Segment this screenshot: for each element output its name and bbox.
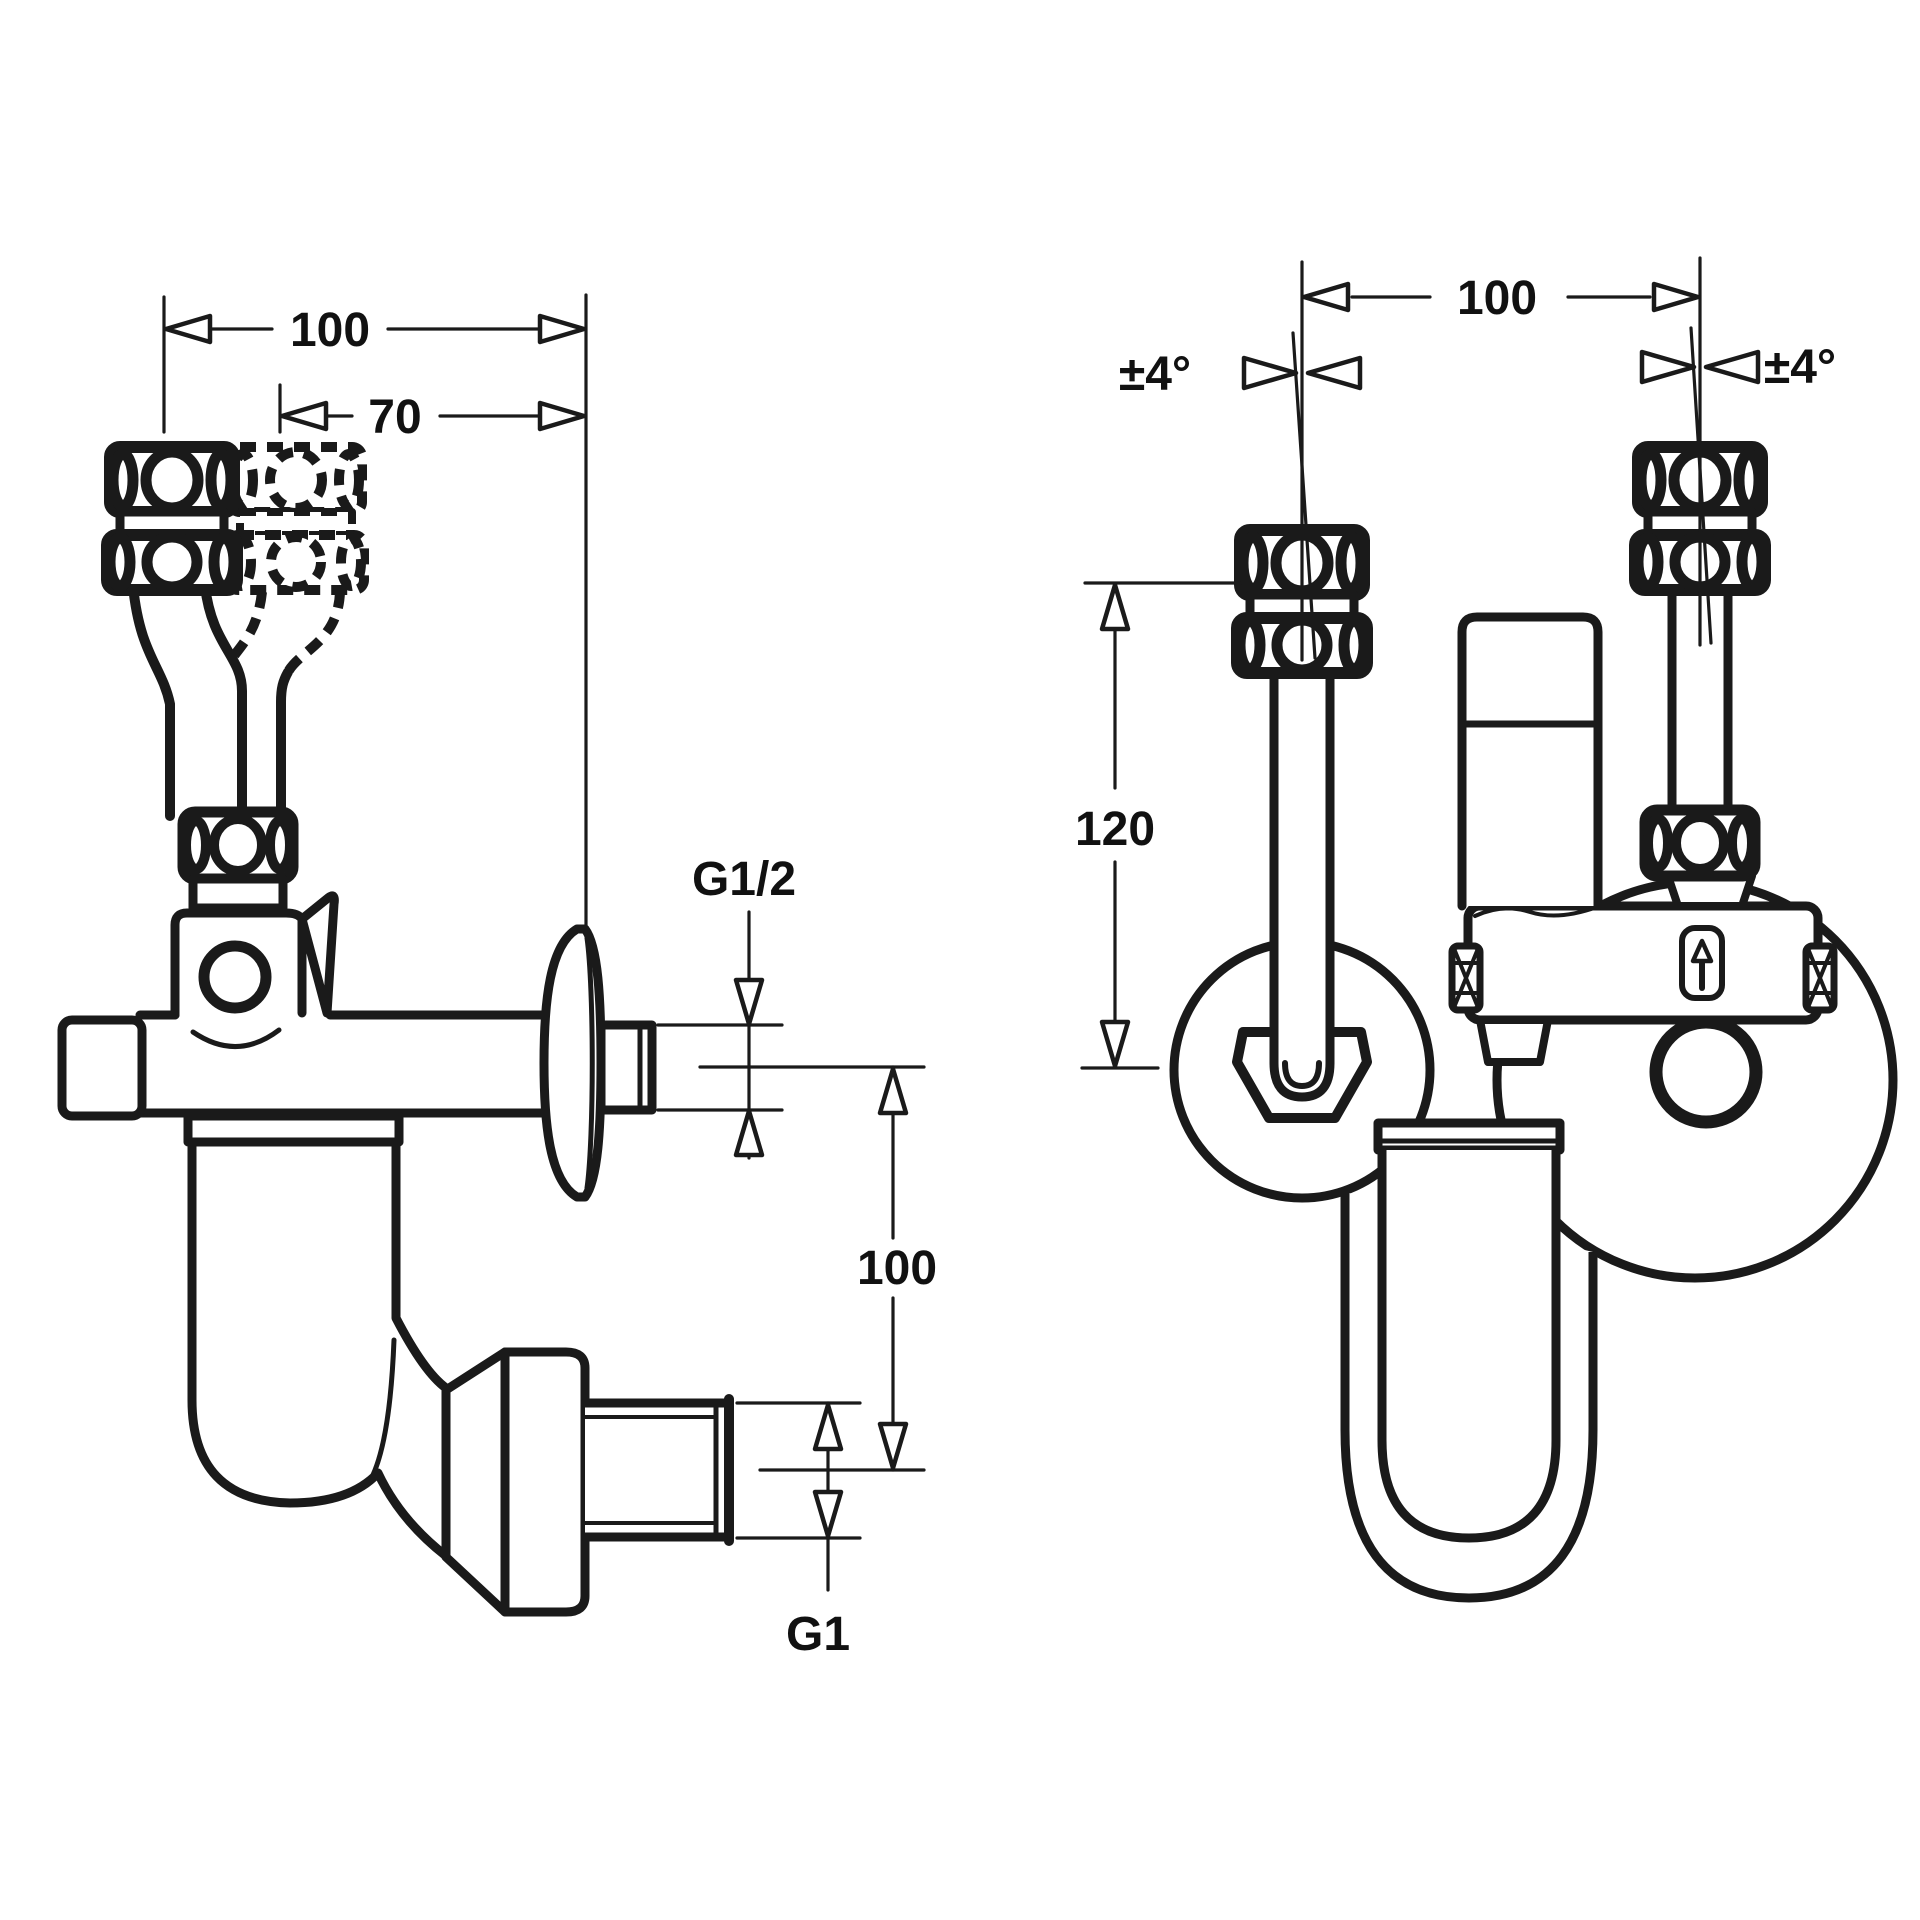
body-tab — [1476, 1016, 1552, 1066]
g-half-thread-stub — [596, 1020, 657, 1115]
dim-label-tilt-left: ±4° — [1119, 348, 1191, 401]
dim-label-width-total: 100 — [290, 304, 370, 357]
flow-direction-badge — [1679, 925, 1725, 1001]
drain-port — [1649, 1015, 1763, 1129]
valve-body-side — [57, 891, 587, 1121]
dim-label-width-inner: 70 — [368, 391, 421, 444]
side-view — [57, 293, 926, 1617]
flow-direction-arrow-icon — [1690, 938, 1714, 991]
knurled-knob-right — [1802, 942, 1838, 1014]
dim-label-drop-outlet: 100 — [857, 1242, 937, 1295]
pipe-end-cap — [57, 1015, 147, 1121]
side-view-dimensions — [162, 293, 926, 1592]
dim-label-pipe-spacing: 100 — [1457, 272, 1537, 325]
funnel-side — [183, 1111, 451, 1561]
dim-label-thread-wall: G1/2 — [692, 853, 796, 906]
inlet-pipe — [128, 581, 247, 821]
front-view — [1080, 256, 1898, 1603]
dimension-labels: 100 70 G1/2 100 G1 100 ±4° ±4° 120 — [290, 272, 1836, 1661]
valve-body-front — [1463, 901, 1823, 1025]
knurled-knob-left — [1448, 942, 1484, 1014]
dim-label-tilt-right: ±4° — [1764, 341, 1836, 394]
g1-thread-stub — [585, 1403, 729, 1537]
left-pipe-and-hex-nut — [1232, 668, 1372, 1123]
cartridge-cap — [1457, 612, 1603, 918]
wall-rosette-side — [539, 924, 657, 1202]
dim-label-height-pipe: 120 — [1075, 803, 1155, 856]
union-nut — [177, 806, 299, 913]
coupling-nut — [101, 441, 243, 596]
dim-label-thread-outlet: G1 — [786, 1608, 850, 1661]
front-view-dimensions — [1080, 256, 1761, 1070]
coupling-nut-phantom — [210, 442, 369, 819]
funnel-front — [1373, 1118, 1565, 1543]
right-pipe — [1667, 585, 1733, 817]
outlet-cone — [441, 1347, 734, 1617]
union-nut-front — [1639, 804, 1761, 882]
